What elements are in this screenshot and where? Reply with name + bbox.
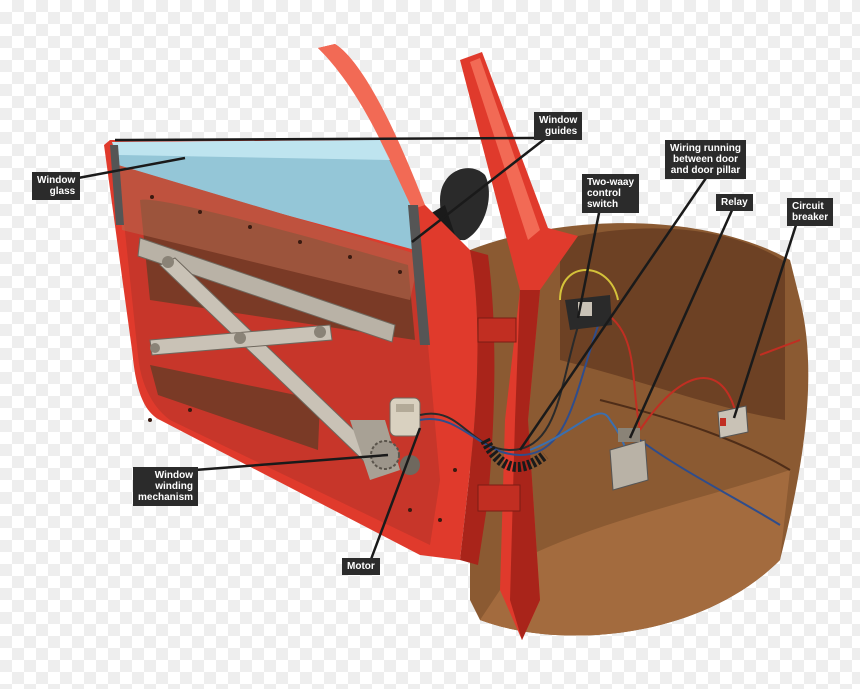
leader-breaker	[732, 221, 799, 419]
label-wiring: Wiring running between door and door pil…	[665, 140, 747, 179]
leader-motor	[368, 427, 422, 563]
window-glass	[112, 140, 415, 250]
label-motor: Motor	[342, 558, 380, 575]
label-two-way-switch-line-3: switch	[587, 199, 619, 210]
door-hinges	[477, 317, 521, 512]
label-two-way-switch: Two-waay control switch	[582, 174, 640, 213]
label-motor-line-1: Motor	[347, 561, 375, 572]
label-window-glass-line-1: Window	[37, 175, 76, 186]
wiring-harness	[419, 269, 801, 526]
label-window-glass-line-2: glass	[49, 186, 76, 197]
circuit-breaker	[717, 405, 749, 439]
label-wiring-line-3: and door pillar	[670, 165, 741, 176]
leader-wiring	[518, 177, 708, 451]
label-window-glass: Window glass	[32, 172, 81, 200]
label-relay: Relay	[716, 194, 753, 211]
label-window-guides-line-1: Window	[539, 115, 578, 126]
label-window-guides-line-2: guides	[545, 126, 578, 137]
label-relay-line-1: Relay	[721, 197, 748, 208]
label-circuit-breaker-line-1: Circuit	[792, 201, 824, 212]
label-window-winding-line-2: winding	[155, 481, 194, 492]
leader-window-glass	[77, 156, 186, 180]
label-circuit-breaker: Circuit breaker	[787, 198, 834, 226]
label-wiring-line-2: between door	[673, 154, 739, 165]
label-window-guides: Window guides	[534, 112, 583, 140]
leader-switch	[576, 207, 602, 319]
leader-relay	[628, 207, 735, 439]
leader-winding	[194, 453, 389, 472]
label-window-winding-line-1: Window	[154, 470, 194, 481]
leader-lines	[77, 136, 799, 563]
leader-guides-side	[411, 137, 547, 243]
label-window-winding: Window winding mechanism	[133, 467, 199, 506]
label-two-way-switch-line-1: Two-waay	[587, 177, 635, 188]
leader-guides-top	[114, 136, 535, 142]
relay	[609, 428, 649, 491]
label-wiring-line-1: Wiring running	[670, 143, 742, 154]
label-window-winding-line-3: mechanism	[138, 492, 194, 503]
panel-screws	[148, 195, 457, 522]
label-circuit-breaker-line-2: breaker	[792, 212, 829, 223]
winding-linkage	[137, 237, 400, 480]
label-two-way-switch-line-2: control	[587, 188, 621, 199]
